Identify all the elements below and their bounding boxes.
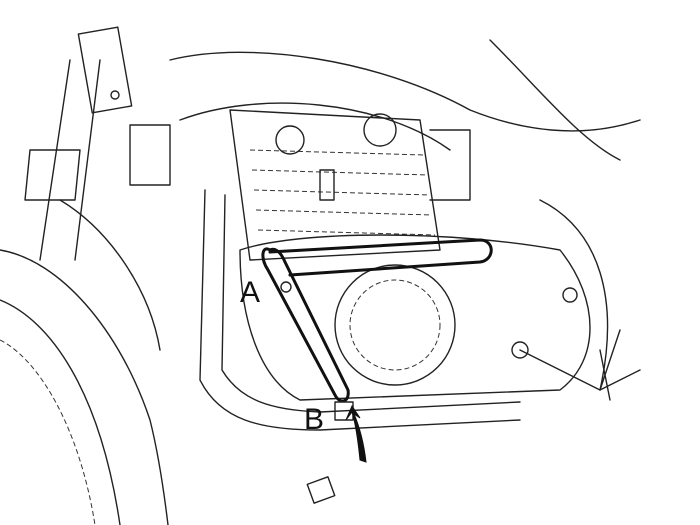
callout-label-b: B (304, 403, 325, 436)
engine-cylinders (129, 109, 471, 261)
callout-arrow-b (345, 404, 367, 463)
exhaust-pipes (199, 189, 521, 431)
crash-bar (261, 238, 493, 421)
crankcase (239, 199, 609, 401)
foot-pedals (306, 329, 641, 504)
front-wheel (0, 199, 169, 525)
front-fork (24, 26, 133, 261)
fuel-tank (169, 39, 641, 161)
callout-label-a: A (240, 276, 261, 309)
